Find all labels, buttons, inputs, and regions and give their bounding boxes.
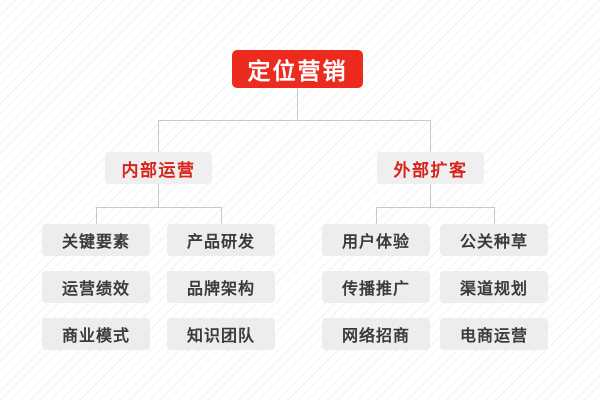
leaf-node[interactable]: 知识团队 <box>167 318 275 350</box>
connector-root-bar <box>158 120 298 121</box>
connector-branch1-bar <box>96 207 221 208</box>
connector-root-drop-left <box>158 120 159 152</box>
connector-branch1-drop-col1 <box>96 207 97 224</box>
connector-branch2-stem <box>430 184 431 207</box>
branch-node-external-acquisition[interactable]: 外部扩客 <box>377 152 484 184</box>
leaf-node[interactable]: 传播推广 <box>322 271 430 303</box>
connector-branch1-stem <box>158 184 159 207</box>
leaf-node[interactable]: 关键要素 <box>42 224 150 256</box>
branch-node-internal-operations[interactable]: 内部运营 <box>105 152 212 184</box>
leaf-node[interactable]: 渠道规划 <box>440 271 548 303</box>
leaf-node[interactable]: 网络招商 <box>322 318 430 350</box>
leaf-node[interactable]: 产品研发 <box>167 224 275 256</box>
leaf-node[interactable]: 品牌架构 <box>167 271 275 303</box>
connector-root-drop-right <box>430 120 431 152</box>
connector-branch2-drop-col2 <box>494 207 495 224</box>
connector-branch2-bar <box>376 207 494 208</box>
leaf-node[interactable]: 商业模式 <box>42 318 150 350</box>
connector-branch1-drop-col2 <box>221 207 222 224</box>
connector-root-stem <box>297 88 298 120</box>
root-node[interactable]: 定位营销 <box>232 50 363 88</box>
connector-root-bar-right <box>297 120 431 121</box>
leaf-node[interactable]: 用户体验 <box>322 224 430 256</box>
leaf-node[interactable]: 电商运营 <box>440 318 548 350</box>
leaf-node[interactable]: 运营绩效 <box>42 271 150 303</box>
leaf-node[interactable]: 公关种草 <box>440 224 548 256</box>
connector-branch2-drop-col1 <box>376 207 377 224</box>
